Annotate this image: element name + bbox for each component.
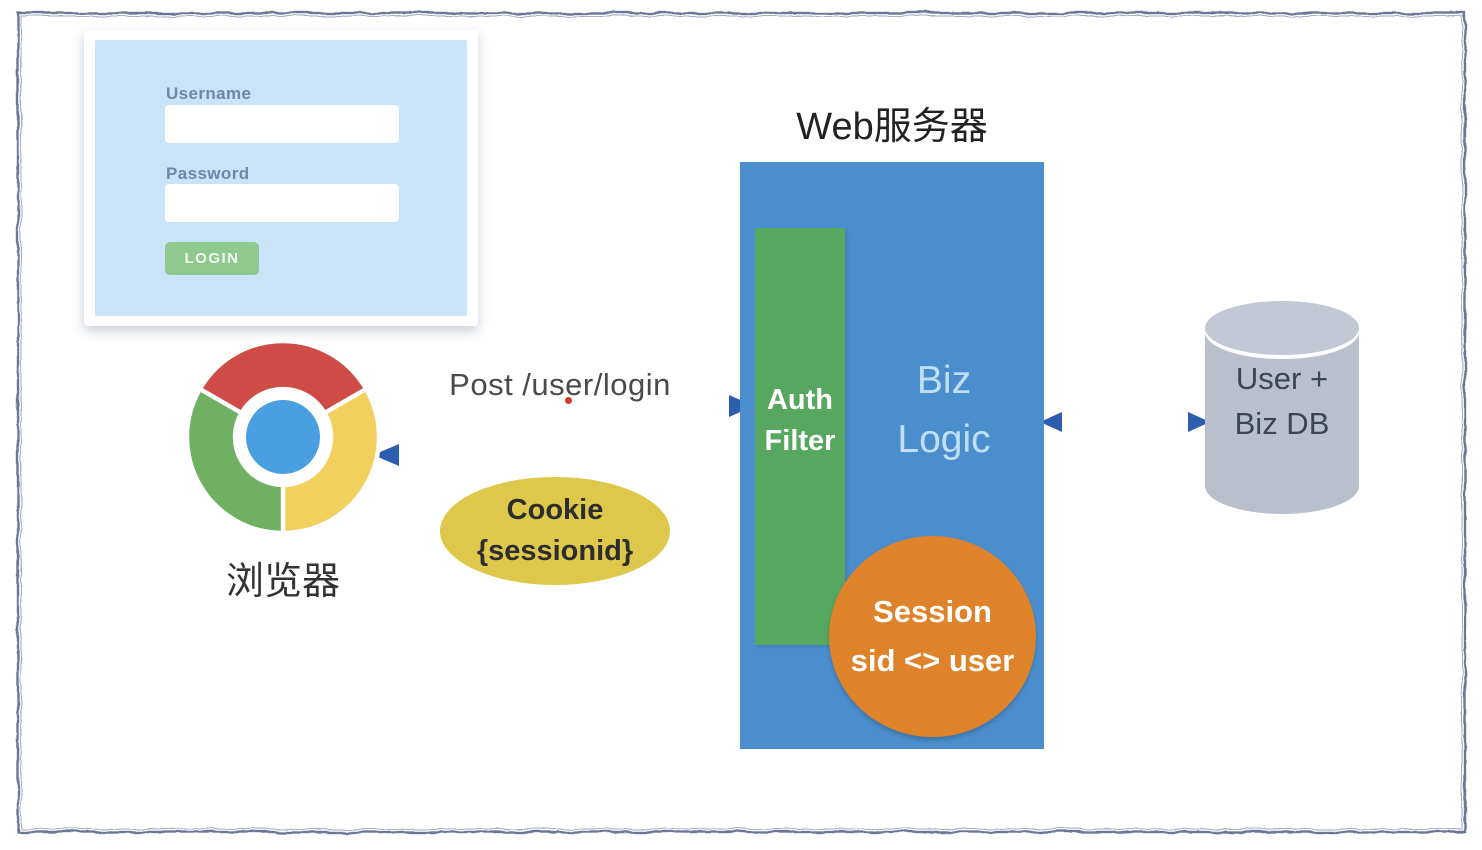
- password-field[interactable]: [165, 184, 399, 222]
- session-store-line1: Session: [873, 594, 992, 630]
- login-form-card: Username Password LOGIN: [84, 30, 478, 326]
- chrome-red-segment: [196, 338, 370, 417]
- auth-filter-label: Auth Filter: [755, 380, 845, 461]
- chrome-blue-hub: [246, 400, 320, 474]
- chrome-browser-icon: [184, 338, 382, 536]
- biz-logic-line2: Logic: [897, 417, 991, 461]
- username-field[interactable]: [165, 105, 399, 143]
- auth-filter-line1: Auth: [766, 384, 834, 416]
- web-server-title: Web服务器: [796, 106, 988, 148]
- biz-logic-line1: Biz: [916, 359, 972, 402]
- biz-logic-label: Biz Logic: [844, 352, 1044, 469]
- password-label: Password: [166, 164, 250, 183]
- database-line2: Biz DB: [1234, 405, 1330, 441]
- request-arrow-label: Post /user/login: [449, 367, 671, 402]
- session-store-circle: Session sid <> user: [829, 536, 1036, 737]
- pointer-dot: [565, 397, 572, 404]
- cookie-bubble: Cookie {sessionid}: [440, 477, 670, 585]
- login-button[interactable]: LOGIN: [165, 242, 259, 275]
- login-form-panel: Username Password LOGIN: [95, 40, 467, 316]
- username-label: Username: [166, 84, 252, 103]
- database-line1: User +: [1235, 361, 1329, 396]
- response-arrow: [373, 444, 742, 466]
- auth-filter-bar: Auth Filter: [755, 228, 845, 645]
- database-label: User + Biz DB: [1203, 357, 1361, 447]
- chrome-green-segment: [184, 385, 286, 536]
- web-server-box: Auth Filter Biz Logic Session sid <> use…: [740, 162, 1044, 749]
- server-db-arrow: [1040, 412, 1210, 432]
- database-icon: [1205, 301, 1359, 514]
- auth-filter-line2: Filter: [764, 424, 836, 457]
- cookie-bubble-line2: {sessionid}: [476, 535, 634, 567]
- browser-caption: 浏览器: [225, 561, 340, 603]
- cookie-bubble-line1: Cookie: [506, 494, 604, 527]
- session-store-line2: sid <> user: [850, 642, 1015, 678]
- chrome-yellow-segment: [280, 385, 382, 536]
